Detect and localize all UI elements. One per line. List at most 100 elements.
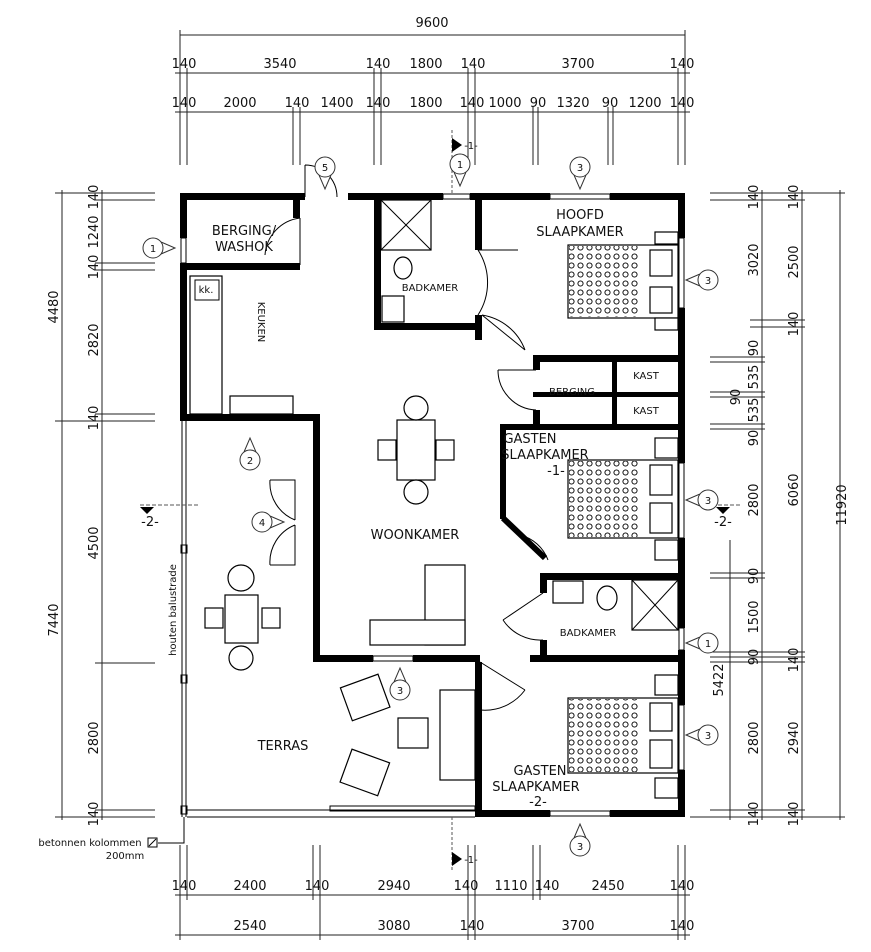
dim-label: 140 [172, 57, 197, 72]
bed-hoofd [567, 231, 679, 331]
gasten1-number: -1- [547, 464, 565, 479]
dim-label: 2800 [87, 721, 102, 754]
washok-door[interactable] [264, 217, 301, 265]
sofa [339, 564, 476, 797]
dim-label: 140 [670, 57, 695, 72]
svg-text:1: 1 [457, 160, 463, 171]
kolommen-label: betonnen kolommen [38, 838, 141, 849]
dim-label: 140 [461, 57, 486, 72]
dim-label: 140 [535, 879, 560, 894]
dim-label: 90 [747, 649, 762, 666]
annotations: houten balustrade betonnen kolommen 200m… [38, 130, 740, 870]
dim-label: 4500 [87, 526, 102, 559]
gasten2-number: -2- [529, 795, 547, 810]
kolommen-size: 200mm [106, 851, 145, 862]
gasten1-door[interactable] [519, 534, 549, 561]
marker: 1 [684, 632, 719, 654]
room-labels: BERGING/ WASHOK kk. KEUKEN BADKAMER HOOF… [194, 208, 660, 810]
marker: 3 [684, 489, 719, 511]
dim-label: 140 [787, 185, 802, 210]
keuken-label: KEUKEN [255, 302, 266, 343]
dim-label: 4480 [47, 290, 62, 323]
slaapkamer-label: SLAAPKAMER [536, 225, 623, 240]
dim-label: 2800 [747, 721, 762, 754]
kast2-label: KAST [633, 406, 660, 417]
dim-label: 140 [747, 802, 762, 827]
svg-text:3: 3 [705, 496, 711, 507]
badkamer2-door[interactable] [502, 592, 544, 641]
dim-label: 1240 [87, 215, 102, 248]
column [180, 805, 188, 815]
kast1-label: KAST [633, 371, 660, 382]
dim-label: 2940 [377, 879, 410, 894]
dim-label: 535 [747, 398, 762, 423]
dim-label: 2450 [591, 879, 624, 894]
dim-total-height: 11920 [835, 484, 850, 525]
bed-gasten1 [567, 437, 679, 561]
sink [381, 295, 405, 323]
marker: 3 [684, 269, 719, 291]
dim-label: 2940 [787, 721, 802, 754]
dim-label: 140 [670, 919, 695, 934]
dim-label: 140 [87, 802, 102, 827]
hoofd-label: HOOFD [556, 208, 604, 223]
dim-label: 140 [366, 57, 391, 72]
dim-label: 6060 [787, 473, 802, 506]
svg-text:3: 3 [577, 163, 583, 174]
terras-label: TERRAS [257, 739, 309, 754]
column [180, 674, 188, 684]
dim-label: 140 [366, 96, 391, 111]
top-dimensions: 9600 140 3540 140 1800 140 3700 140 140 … [172, 16, 695, 165]
marker: 3 [389, 666, 411, 701]
hoofd-door[interactable] [477, 249, 526, 351]
dim-label: 140 [670, 879, 695, 894]
section-2-left: -2- [141, 515, 159, 530]
dim-label: 1000 [488, 96, 521, 111]
dim-label: 1500 [747, 600, 762, 633]
dim-label: 140 [172, 879, 197, 894]
badkamer1-label: BADKAMER [402, 283, 459, 294]
svg-text:3: 3 [397, 686, 403, 697]
dim-label: 3080 [377, 919, 410, 934]
dim-label: 2540 [233, 919, 266, 934]
marker: 5 [314, 156, 336, 191]
dim-label: 140 [172, 96, 197, 111]
svg-text:1: 1 [150, 244, 156, 255]
bottom-dimensions: 140 2400 140 2940 140 1110 140 2450 140 … [172, 845, 695, 940]
dim-label: 535 [747, 365, 762, 390]
dim-label: 140 [460, 919, 485, 934]
marker: 2 [239, 436, 261, 471]
fixtures [189, 199, 679, 631]
furniture [204, 231, 679, 799]
svg-text:3: 3 [577, 842, 583, 853]
dim-label: 140 [787, 312, 802, 337]
badkamer2-label: BADKAMER [560, 628, 617, 639]
berging-door[interactable] [497, 369, 537, 411]
marker: 1 [142, 237, 177, 259]
svg-text:5: 5 [322, 163, 328, 174]
gasten2-slaapkamer-label: SLAAPKAMER [492, 780, 579, 795]
dim-label: 140 [285, 96, 310, 111]
dim-label: 140 [87, 406, 102, 431]
dim-label: 7440 [47, 603, 62, 636]
room-washok-label: WASHOK [215, 240, 273, 255]
dim-label: 140 [670, 96, 695, 111]
marker: 3 [569, 156, 591, 191]
dim-label: 1800 [409, 96, 442, 111]
section-1-bottom: -1- [464, 855, 478, 866]
dim-label: 140 [747, 185, 762, 210]
svg-text:2: 2 [247, 456, 253, 467]
sink2 [552, 580, 584, 604]
dim-label: 1110 [494, 879, 527, 894]
doors [264, 164, 549, 711]
gasten2-door[interactable] [479, 661, 526, 711]
berging-label: BERGING [549, 387, 595, 398]
dim-label: 140 [305, 879, 330, 894]
dim-label: 5422 [712, 663, 727, 696]
marker: 3 [569, 822, 591, 857]
dim-label: 140 [787, 648, 802, 673]
dim-label: 1800 [409, 57, 442, 72]
terras-door[interactable] [269, 479, 296, 566]
left-dimensions: 4480 7440 140 1240 140 2820 140 4500 280… [47, 185, 155, 827]
dim-label: 2000 [223, 96, 256, 111]
